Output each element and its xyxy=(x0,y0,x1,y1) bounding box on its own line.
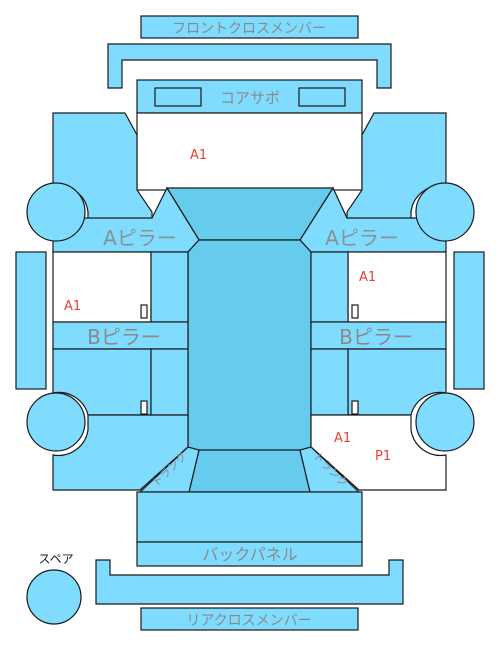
rear-door-right-handle xyxy=(351,400,359,415)
rear-cross-member-box[interactable] xyxy=(140,607,359,631)
damage-code-hood: A1 xyxy=(190,148,207,163)
b-pillar-left[interactable] xyxy=(52,321,189,350)
wheel-front-right[interactable] xyxy=(415,182,475,242)
headlight-right[interactable] xyxy=(298,87,346,107)
front-cross-member-box[interactable] xyxy=(140,15,359,39)
front-door-right-handle xyxy=(351,304,359,319)
damage-code-right-rear-quarter-a: A1 xyxy=(334,431,351,446)
front-door-right[interactable] xyxy=(347,251,447,323)
trunk-lid[interactable] xyxy=(136,491,363,543)
rear-quarter-right[interactable] xyxy=(310,414,447,491)
wheel-rear-right[interactable] xyxy=(415,392,475,452)
rear-door-left-handle xyxy=(140,400,148,415)
back-panel[interactable] xyxy=(136,541,363,567)
back-panel-label: バックパネル xyxy=(202,545,297,564)
spare-label: スペア xyxy=(38,552,73,566)
spare-tire[interactable] xyxy=(26,569,82,625)
damage-code-right-rear-quarter-p: P1 xyxy=(375,449,391,464)
rear-window[interactable] xyxy=(188,449,311,493)
damage-code-right-front-door: A1 xyxy=(359,270,376,285)
side-bar-left[interactable] xyxy=(15,251,47,390)
wheel-rear-left[interactable] xyxy=(26,392,86,452)
wheel-front-left[interactable] xyxy=(26,182,86,242)
rear-door-right-inner[interactable] xyxy=(310,348,349,416)
front-cross-member-label: フロントクロスメンバー xyxy=(172,21,326,37)
b-pillar-left-label: Bピラー xyxy=(87,325,161,349)
rear-quarter-left[interactable] xyxy=(52,414,189,491)
front-door-left-inner[interactable] xyxy=(150,251,189,323)
hood[interactable] xyxy=(136,112,363,191)
front-bumper[interactable] xyxy=(107,43,392,89)
front-door-left-handle xyxy=(140,304,148,319)
rear-bumper[interactable] xyxy=(95,559,404,605)
core-support-label: コアサポ xyxy=(220,89,280,107)
damage-code-left-front-door: A1 xyxy=(64,299,81,314)
front-door-right-inner[interactable] xyxy=(310,251,349,323)
b-pillar-right[interactable] xyxy=(310,321,447,350)
side-bar-right[interactable] xyxy=(453,251,485,390)
a-pillar-right-label: Aピラー xyxy=(325,226,399,250)
rear-cross-member-label: リアクロスメンバー xyxy=(186,613,311,629)
rear-door-left-inner[interactable] xyxy=(150,348,189,416)
a-pillar-left-label: Aピラー xyxy=(103,226,177,250)
roof[interactable] xyxy=(187,239,312,459)
headlight-left[interactable] xyxy=(154,87,202,107)
b-pillar-right-label: Bピラー xyxy=(339,325,413,349)
